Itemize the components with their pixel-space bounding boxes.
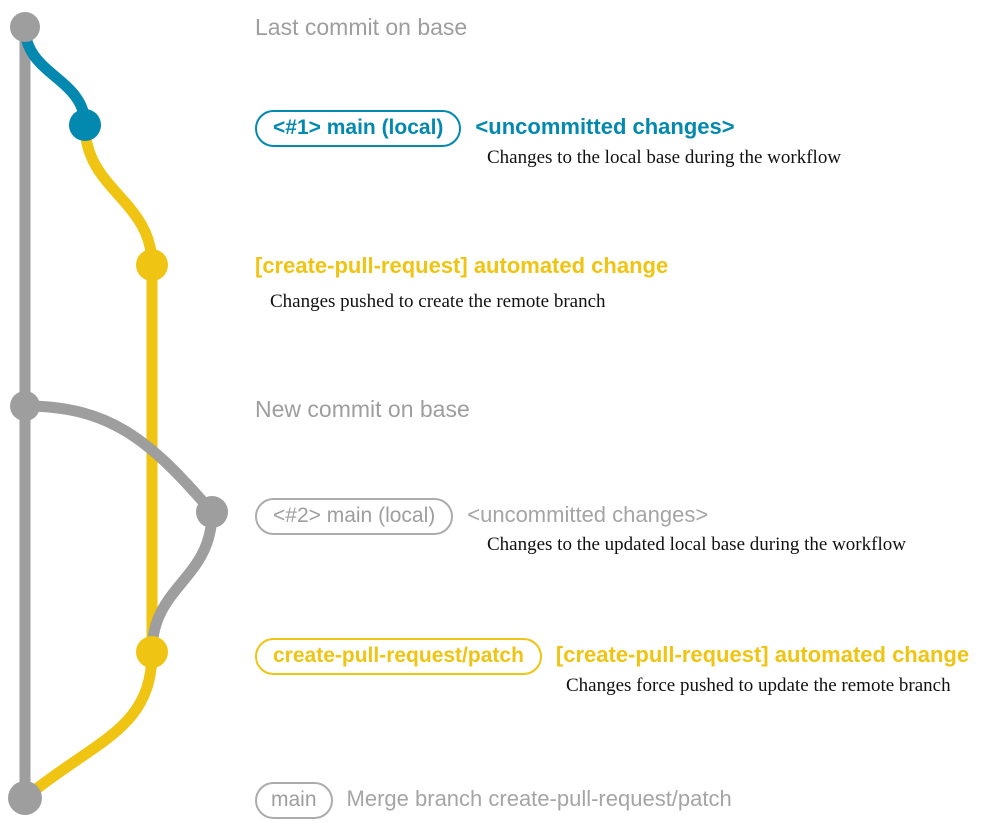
note-remote-create: Changes pushed to create the remote bran… bbox=[270, 291, 606, 312]
heading-new-commit-on-base: New commit on base bbox=[255, 396, 470, 422]
commit-node-base-last[interactable] bbox=[10, 12, 40, 42]
heading-last-commit-on-base: Last commit on base bbox=[255, 14, 468, 40]
commit-node-local-2[interactable] bbox=[196, 496, 228, 528]
badge-main[interactable]: main bbox=[255, 782, 333, 819]
commit-graph bbox=[8, 12, 228, 815]
entry-local-1: <#1> main (local) <uncommitted changes> bbox=[255, 110, 735, 147]
note-remote-force: Changes force pushed to update the remot… bbox=[566, 675, 951, 696]
subject-merge: Merge branch create-pull-request/patch bbox=[346, 786, 732, 811]
subject-remote-force: [create-pull-request] automated change bbox=[555, 642, 970, 667]
commit-node-remote-force[interactable] bbox=[136, 636, 168, 668]
remote-to-merge-line bbox=[19, 646, 158, 804]
base-to-local2-line bbox=[19, 400, 218, 518]
subject-local-1: <uncommitted changes> bbox=[475, 114, 735, 139]
commit-node-remote-create[interactable] bbox=[136, 249, 168, 281]
entry-merge: main Merge branch create-pull-request/pa… bbox=[255, 782, 732, 819]
local2-to-remote-line bbox=[146, 506, 218, 658]
entry-remote-force: create-pull-request/patch [create-pull-r… bbox=[255, 638, 969, 675]
commit-node-local-1[interactable] bbox=[69, 109, 101, 141]
note-local-2: Changes to the updated local base during… bbox=[487, 534, 906, 555]
subject-local-2: <uncommitted changes> bbox=[467, 502, 709, 527]
badge-create-pull-request-patch[interactable]: create-pull-request/patch bbox=[255, 638, 542, 675]
badge-main-local-2[interactable]: <#2> main (local) bbox=[255, 498, 454, 535]
commit-node-base-new[interactable] bbox=[10, 391, 40, 421]
entry-remote-create: [create-pull-request] automated change bbox=[255, 255, 668, 277]
entry-local-2: <#2> main (local) <uncommitted changes> bbox=[255, 498, 708, 535]
badge-main-local-1[interactable]: <#1> main (local) bbox=[255, 110, 462, 147]
remote-branch-create-line bbox=[79, 119, 158, 271]
local-branch-line bbox=[19, 21, 91, 131]
note-local-1: Changes to the local base during the wor… bbox=[487, 147, 842, 168]
commit-node-merge[interactable] bbox=[8, 781, 42, 815]
subject-remote-create: [create-pull-request] automated change bbox=[255, 253, 669, 278]
